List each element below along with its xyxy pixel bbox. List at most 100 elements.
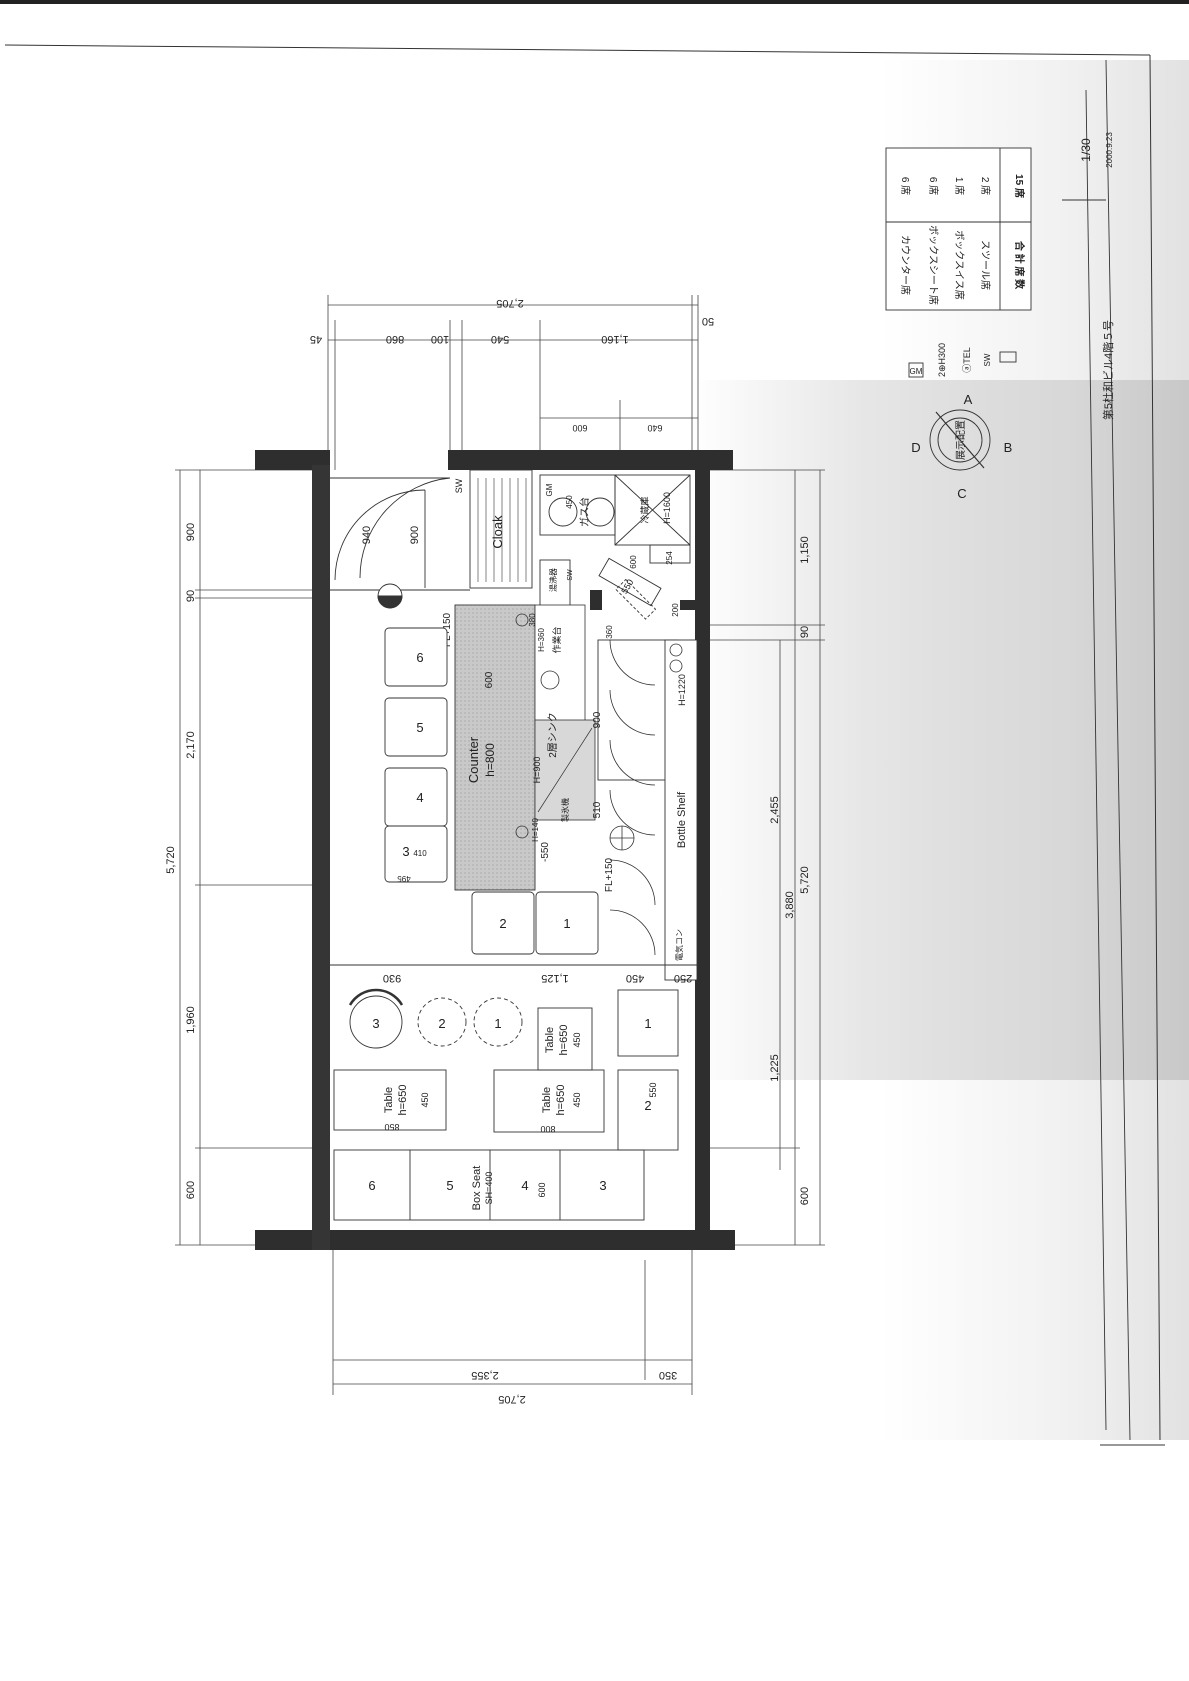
counter-label: Counter <box>466 736 481 783</box>
round-table-3: 3 <box>372 1016 379 1031</box>
h140-label: H=140 <box>531 818 540 842</box>
box-seat-600: 600 <box>537 1182 547 1197</box>
dim-bottom-total: 2,705 <box>498 1393 526 1405</box>
dim-table-top-450: 450 <box>572 1032 582 1047</box>
dim-entrance-940: 940 <box>361 526 373 544</box>
bottom-dim-labels: 2,355 350 2,705 <box>471 1369 677 1405</box>
counter-stools <box>384 627 599 955</box>
title-block-text: 1/30 2000.9.23 第5杜和ビル4階５号 <box>1079 132 1115 420</box>
dim-left-600: 600 <box>185 1181 197 1199</box>
seat-row-boxseat-label: ボックスシート席 <box>927 225 940 305</box>
stool-4: 4 <box>416 790 423 805</box>
dim-bottom-350: 350 <box>659 1369 677 1381</box>
dim-200: 200 <box>671 603 680 617</box>
round-table-1: 1 <box>494 1016 501 1031</box>
counter-door-swings <box>515 613 683 956</box>
exterior-walls <box>255 450 735 1250</box>
counter-labels: Counter h=800 FL+150 FL+150 600 900 510 … <box>442 612 688 961</box>
h360-label: H=360 <box>537 628 546 652</box>
sink-label: 2層シンク <box>547 712 559 758</box>
box-seat-sh: SH=400 <box>484 1172 494 1205</box>
dim-550-back: 550 <box>619 577 635 595</box>
table-height-top: h=650 <box>558 1025 570 1056</box>
right-dimensions <box>700 469 825 1246</box>
compass-c: C <box>957 486 966 501</box>
dim-right-90: 90 <box>799 626 811 638</box>
back-rooms <box>469 469 691 620</box>
work-table-label: 作業台 <box>551 626 562 653</box>
dim-top-total: 2,705 <box>496 297 524 309</box>
legend-gm: GM <box>910 367 923 376</box>
back-room-labels: Cloak ガス台 GM 450 冷蔵庫 H=1600 254 600 550 … <box>490 483 680 638</box>
seat-right-1: 1 <box>644 1016 651 1031</box>
dim-counter-900: 900 <box>592 711 603 728</box>
dim-top-640: 640 <box>647 423 662 433</box>
seat-row-boxchair-count: 1 席 <box>953 177 966 195</box>
dim-counter-380: 380 <box>528 613 537 627</box>
bar-counter <box>454 604 698 981</box>
dim-top-1160: 1,160 <box>601 333 629 345</box>
stool-3: 3 <box>402 844 409 859</box>
table-label-left: Table <box>383 1087 395 1113</box>
dim-right-600: 600 <box>799 1187 811 1205</box>
table-label-top: Table <box>544 1027 556 1053</box>
dim-counter-510: 510 <box>592 801 603 818</box>
dim-250: 250 <box>674 972 692 984</box>
dim-right-1150: 1,150 <box>799 536 811 564</box>
dim-top-100: 100 <box>431 333 449 345</box>
seat-row-boxseat-count: 6 席 <box>927 177 940 195</box>
compass-a: A <box>964 392 973 407</box>
seat-right-2: 2 <box>644 1098 651 1113</box>
dim-left-900: 900 <box>185 523 197 541</box>
seat-row-counter-label: カウンター席 <box>899 235 912 295</box>
seat-row-stool-count: 2 席 <box>979 177 992 195</box>
drawing-date: 2000.9.23 <box>1105 132 1114 168</box>
dim-right-5720: 5,720 <box>799 866 811 894</box>
water-heater-label: 湯沸器 <box>548 568 558 592</box>
dim-top-600: 600 <box>572 423 587 433</box>
dim-254: 254 <box>665 551 674 565</box>
counter-h900: H=900 <box>532 757 542 784</box>
fl-bottom: FL+150 <box>604 857 615 892</box>
bottom-dimensions <box>332 1250 693 1395</box>
dim-800: 800 <box>540 1124 555 1134</box>
entrance-area <box>330 477 470 609</box>
drawing-scale: 1/30 <box>1079 138 1093 162</box>
fridge-label: 冷蔵庫 <box>639 496 650 523</box>
sheet-border-right <box>1149 54 1161 1441</box>
stool-1: 1 <box>563 916 570 931</box>
dim-stool-410: 410 <box>413 849 427 858</box>
dim-360: 360 <box>605 625 614 639</box>
dim-top-860: 860 <box>386 333 404 345</box>
top-dim-labels: 2,705 45 860 100 540 1,160 50 600 640 <box>310 297 714 433</box>
gm-label: GM <box>545 483 554 496</box>
sw-label-2: SW <box>567 569 574 581</box>
scan-shadow <box>690 380 1189 1080</box>
electric-outlet-label: 電気コン <box>674 929 684 961</box>
legend-tel: ⓐTEL <box>962 347 972 373</box>
table-height-right: h=650 <box>555 1085 567 1116</box>
bench-4: 4 <box>521 1178 528 1193</box>
bottle-shelf-label: Bottle Shelf <box>676 791 688 848</box>
bench-5: 5 <box>446 1178 453 1193</box>
entrance-labels: 940 900 SW <box>361 478 464 544</box>
seat-total-count: 15 席 <box>1013 174 1026 198</box>
stool-6: 6 <box>416 650 423 665</box>
building-name: 第5杜和ビル4階５号 <box>1101 320 1115 420</box>
dim-counter-550: -550 <box>540 842 551 862</box>
title-block <box>1062 59 1131 1441</box>
legend-sw: SW <box>983 353 992 366</box>
dim-right-1225: 1,225 <box>769 1054 781 1082</box>
bench-3: 3 <box>599 1178 606 1193</box>
seating-labels: 930 1,125 450 250 3 2 1 Table h=650 450 … <box>368 972 692 1210</box>
box-seat-label: Box Seat <box>471 1166 483 1211</box>
sheet-border-top <box>4 44 1151 56</box>
dim-left-1960: 1,960 <box>185 1006 197 1034</box>
counter-height: h=800 <box>483 743 497 777</box>
round-table-2: 2 <box>438 1016 445 1031</box>
dim-1125: 1,125 <box>541 972 569 984</box>
compass-d: D <box>911 440 920 455</box>
stool-2: 2 <box>499 916 506 931</box>
fridge-height: H=1600 <box>662 492 672 524</box>
